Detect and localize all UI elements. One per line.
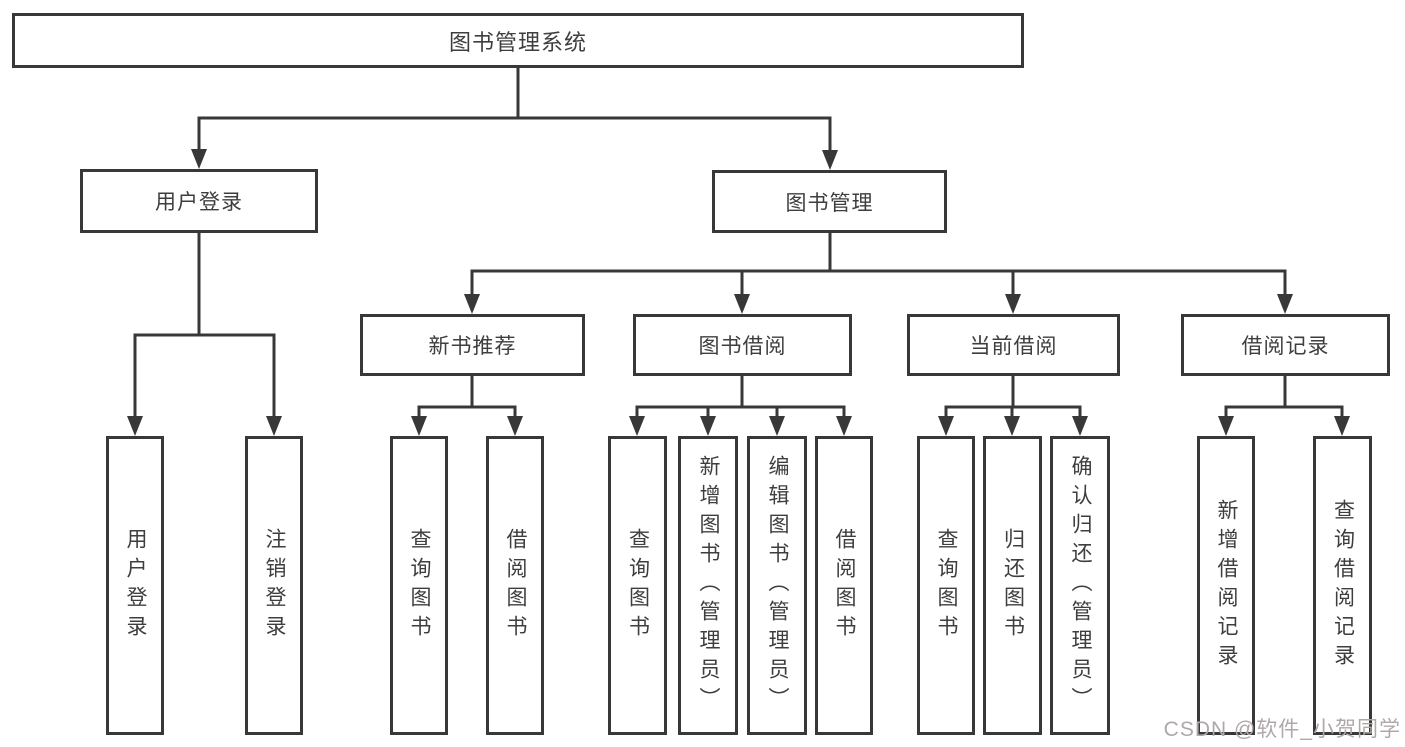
leaf-user-login: 用户登录 — [106, 436, 164, 735]
connector-borrow-record-leaves — [1218, 374, 1350, 436]
leaf-query-books-recommend: 查询图书 — [390, 436, 448, 735]
leaf-edit-books-admin: 编辑图书（管理员） — [747, 436, 807, 735]
leaf-borrow-books-recommend: 借阅图书 — [486, 436, 544, 735]
leaf-query-books-borrow: 查询图书 — [608, 436, 667, 735]
leaf-query-books-current: 查询图书 — [917, 436, 975, 735]
csdn-watermark: CSDN @软件_小贺同学 — [1163, 718, 1401, 741]
node-book-management: 图书管理 — [712, 170, 947, 233]
node-current-borrow: 当前借阅 — [907, 314, 1120, 376]
leaf-add-borrow-record: 新增借阅记录 — [1197, 436, 1255, 735]
node-user-login: 用户登录 — [80, 169, 318, 233]
connector-book-borrow-leaves — [629, 374, 852, 436]
node-library-management-system: 图书管理系统 — [12, 13, 1024, 68]
connector-new-book-leaves — [411, 374, 523, 436]
connector-user-login-leaves — [127, 231, 282, 436]
leaf-logout: 注销登录 — [245, 436, 303, 735]
connector-current-borrow-leaves — [938, 374, 1088, 436]
leaf-confirm-return-admin: 确认归还（管理员） — [1050, 436, 1110, 735]
leaf-query-borrow-record: 查询借阅记录 — [1313, 436, 1372, 735]
connector-book-management-sections — [464, 231, 1293, 314]
node-borrow-record: 借阅记录 — [1181, 314, 1390, 376]
connector-root-branches — [191, 66, 838, 170]
node-book-borrow: 图书借阅 — [633, 314, 852, 376]
leaf-borrow-books: 借阅图书 — [815, 436, 873, 735]
leaf-return-books: 归还图书 — [983, 436, 1042, 735]
leaf-add-books-admin: 新增图书（管理员） — [678, 436, 738, 735]
node-new-book-recommend: 新书推荐 — [360, 314, 585, 376]
